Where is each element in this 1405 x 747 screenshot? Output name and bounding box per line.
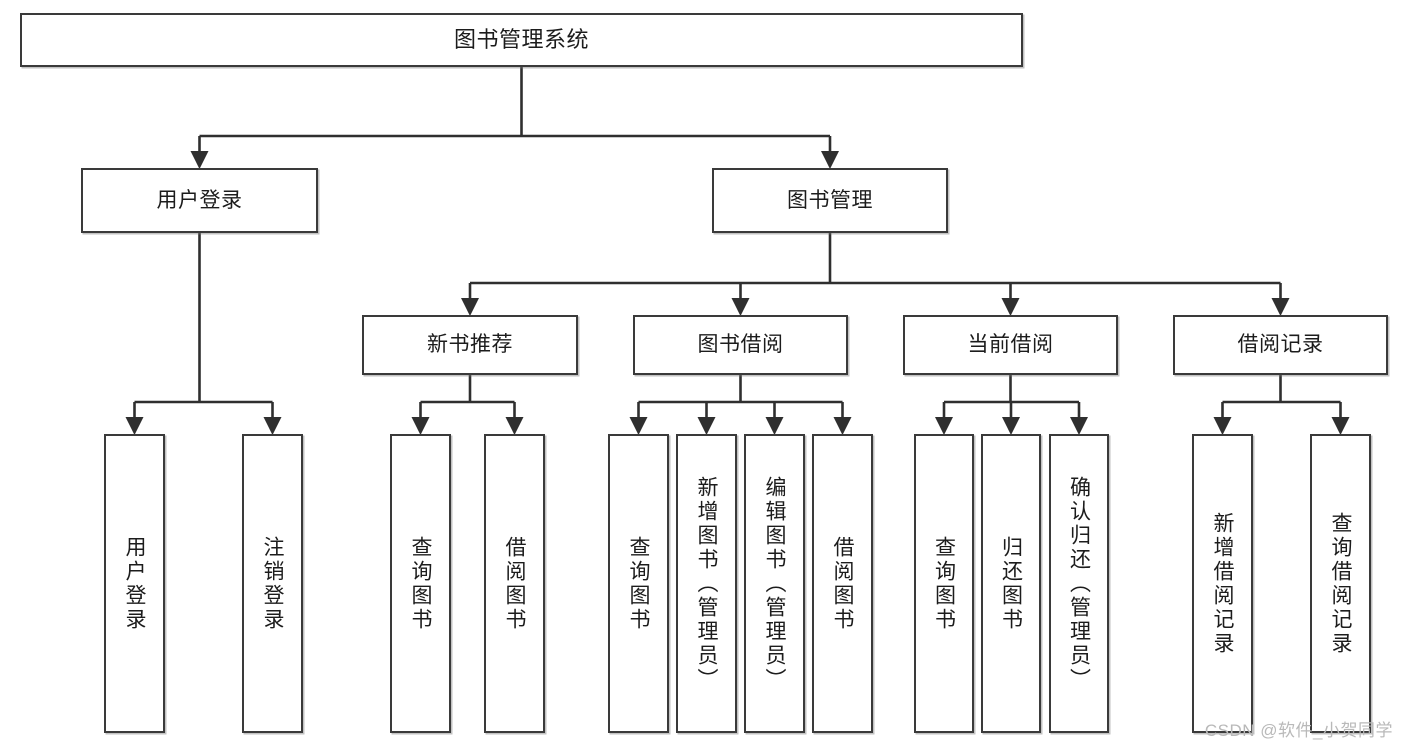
node-current-borrow[interactable]: 当前借阅 [903,315,1118,375]
node-leaf-return-book[interactable]: 归还图书 [981,434,1041,733]
node-borrow-record[interactable]: 借阅记录 [1173,315,1388,375]
node-label-leaf-edit-book: 编辑图书（管理员） [763,475,786,692]
node-leaf-user-login[interactable]: 用户登录 [104,434,165,733]
node-label-current-borrow: 当前借阅 [967,333,1054,357]
node-label-leaf-query-borrow-record: 查询借阅记录 [1329,511,1352,656]
node-label-new-book-recommend: 新书推荐 [427,333,513,357]
node-new-book-recommend[interactable]: 新书推荐 [362,315,578,375]
node-label-leaf-borrow-book: 借阅图书 [831,535,854,632]
node-label-root: 图书管理系统 [453,26,589,52]
node-leaf-query-book-current[interactable]: 查询图书 [914,434,974,733]
node-leaf-borrow-book-recommend[interactable]: 借阅图书 [484,434,545,733]
node-book-manage[interactable]: 图书管理 [712,168,948,233]
node-label-leaf-query-book-borrow: 查询图书 [627,535,650,632]
node-label-leaf-query-book-current: 查询图书 [932,535,956,632]
connector-paths [125,67,1350,436]
node-leaf-add-borrow-record[interactable]: 新增借阅记录 [1192,434,1253,733]
node-label-leaf-confirm-return: 确认归还（管理员） [1067,475,1091,692]
node-label-leaf-query-book-recommend: 查询图书 [409,535,432,632]
node-label-leaf-return-book: 归还图书 [999,535,1023,632]
node-root[interactable]: 图书管理系统 [20,13,1023,67]
node-leaf-query-book-borrow[interactable]: 查询图书 [608,434,669,733]
node-user-login[interactable]: 用户登录 [81,168,318,233]
node-label-leaf-user-login: 用户登录 [123,535,146,632]
node-leaf-confirm-return[interactable]: 确认归还（管理员） [1049,434,1109,733]
node-leaf-logout[interactable]: 注销登录 [242,434,303,733]
node-label-leaf-borrow-book-recommend: 借阅图书 [503,535,526,632]
node-book-borrow[interactable]: 图书借阅 [633,315,848,375]
node-leaf-query-book-recommend[interactable]: 查询图书 [390,434,451,733]
node-label-borrow-record: 借阅记录 [1237,333,1324,357]
node-label-user-login: 用户登录 [156,188,243,212]
node-label-leaf-add-borrow-record: 新增借阅记录 [1211,511,1234,656]
node-label-leaf-logout: 注销登录 [261,535,284,632]
node-leaf-add-book[interactable]: 新增图书（管理员） [676,434,737,733]
csdn-watermark: CSDN @软件_小贺同学 [1204,721,1393,740]
node-label-leaf-add-book: 新增图书（管理员） [695,475,718,692]
node-leaf-edit-book[interactable]: 编辑图书（管理员） [744,434,805,733]
node-leaf-borrow-book[interactable]: 借阅图书 [812,434,873,733]
node-label-book-manage: 图书管理 [787,188,873,212]
node-leaf-query-borrow-record[interactable]: 查询借阅记录 [1310,434,1371,733]
node-label-book-borrow: 图书借阅 [697,333,784,357]
